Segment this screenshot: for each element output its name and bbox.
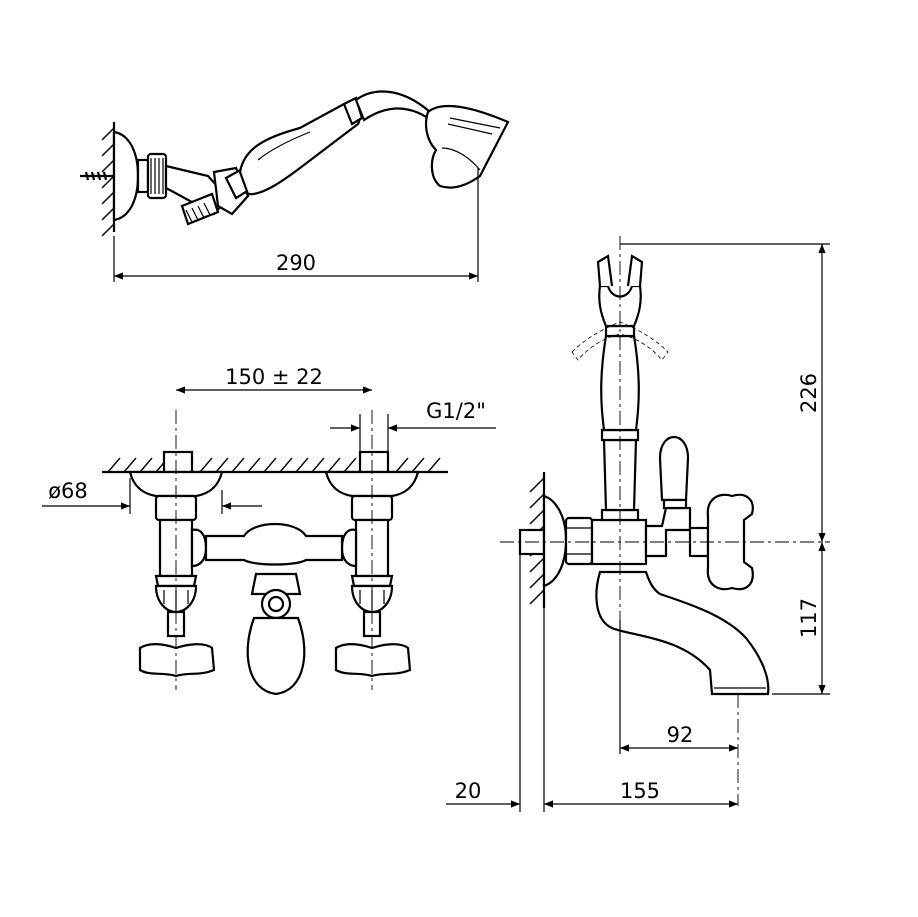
dim-wall-spacing: 150 ± 22 xyxy=(176,365,372,394)
dim-label-155: 155 xyxy=(620,779,660,803)
dim-spout-projection: 92 xyxy=(619,620,739,806)
dim-label-290: 290 xyxy=(276,251,316,275)
dim-label-diameter: ø68 xyxy=(48,479,88,503)
dim-spout-height: 117 xyxy=(772,542,830,695)
dim-shower-height: 226 xyxy=(620,243,830,542)
dim-label-20: 20 xyxy=(455,779,482,803)
dim-label-92: 92 xyxy=(667,723,694,747)
dim-label-117: 117 xyxy=(797,598,821,638)
dim-wall-offsets: 20 155 xyxy=(446,554,738,812)
dim-shower-length: 290 xyxy=(113,168,479,282)
hand-shower-view xyxy=(80,90,510,237)
dim-label-thread: G1/2" xyxy=(426,399,486,423)
dim-flange-diameter: ø68 xyxy=(42,478,262,514)
mixer-front-view xyxy=(102,410,448,696)
mixer-side-view xyxy=(500,236,830,696)
dim-thread: G1/2" xyxy=(330,399,496,452)
dim-label-150: 150 ± 22 xyxy=(225,365,323,389)
dim-label-226: 226 xyxy=(797,373,821,413)
